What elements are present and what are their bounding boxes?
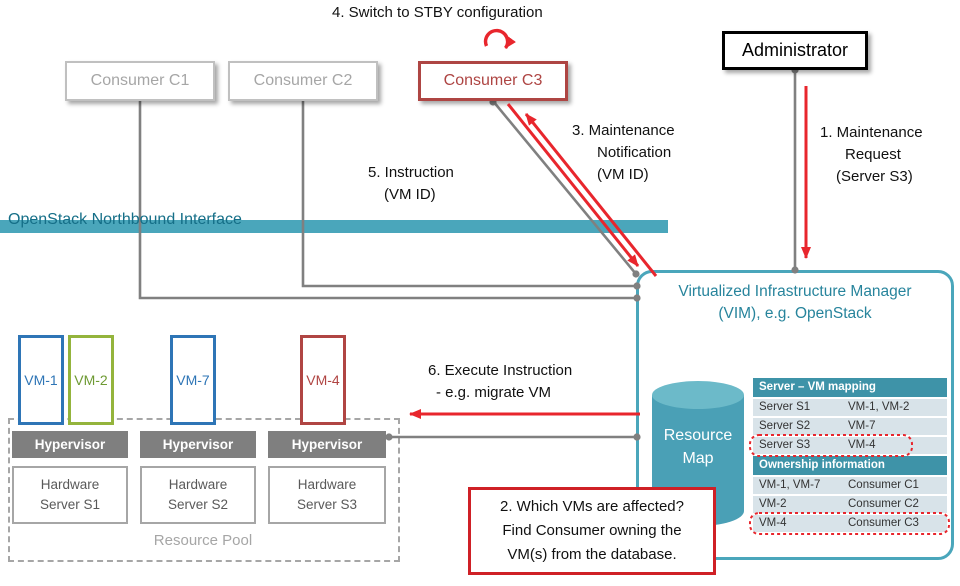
resource-map-label: Resource Map — [651, 424, 745, 470]
step2-callout-box: 2. Which VMs are affected? Find Consumer… — [468, 487, 716, 575]
vm4-owner-row-highlight — [749, 512, 950, 535]
step6-label-line1: 6. Execute Instruction — [428, 362, 573, 379]
hardware-server-s2-line2: Server S2 — [167, 497, 229, 512]
ownership-information-header: Ownership information — [753, 456, 947, 475]
vms-cell: VM-1, VM-7 — [759, 479, 821, 491]
server-vm-mapping-header: Server – VM mapping — [753, 378, 947, 397]
server-cell: Server S1 — [759, 401, 811, 413]
consumer-c2-connector-line — [301, 100, 637, 288]
server-cell: Server S3 — [759, 439, 811, 451]
vms-cell: VM-1, VM-2 — [848, 401, 910, 413]
server-s3-row-highlight — [749, 434, 913, 457]
vim-title-line1: Virtualized Infrastructure Manager — [678, 283, 912, 300]
administrator-box: Administrator — [722, 31, 868, 70]
hardware-server-s2-box: Hardware Server S2 — [140, 466, 256, 524]
vm-7-box: VM-7 — [170, 335, 216, 425]
step2-label-line2: Find Consumer owning the — [502, 522, 682, 539]
step3-label-line1: 3. Maintenance — [572, 122, 675, 139]
hardware-server-s3-box: Hardware Server S3 — [268, 466, 386, 524]
hypervisor-2-box: Hypervisor — [140, 431, 256, 458]
hardware-server-s3-line2: Server S3 — [296, 497, 358, 512]
maintenance-notification-arrow — [524, 113, 658, 277]
step3-label-line2: Notification — [597, 144, 672, 161]
consumer-cell: Consumer C1 — [848, 479, 919, 491]
table-row: VM-1, VM-7 Consumer C1 — [753, 477, 947, 494]
northbound-interface-bar — [0, 220, 668, 233]
consumer-c1-box: Consumer C1 — [65, 61, 215, 101]
hypervisor-3-box: Hypervisor — [268, 431, 386, 458]
consumer-c3-label: Consumer C3 — [443, 72, 543, 89]
hardware-server-s2-line1: Hardware — [168, 476, 228, 492]
consumer-c3-connector-line — [491, 100, 638, 275]
step6-label-line2: - e.g. migrate VM — [436, 384, 552, 401]
vm-2-box: VM-2 — [68, 335, 114, 425]
table-row: VM-4 Consumer C3 — [753, 515, 947, 532]
vim-tables: Server – VM mapping Server S1 VM-1, VM-2… — [753, 378, 947, 534]
consumer-cell: Consumer C2 — [848, 498, 919, 510]
hardware-server-s1-box: Hardware Server S1 — [12, 466, 128, 524]
stby-loop-arrow — [483, 28, 516, 50]
consumer-c2-label: Consumer C2 — [253, 72, 353, 89]
step3-label-line3: (VM ID) — [597, 166, 649, 183]
hypervisor-1-box: Hypervisor — [12, 431, 128, 458]
resource-pool-label: Resource Pool — [153, 532, 253, 549]
vms-cell: VM-2 — [759, 498, 787, 510]
table-row: Server S3 VM-4 — [753, 437, 947, 454]
consumer-c1-connector-line — [138, 100, 637, 300]
table-row: Server S2 VM-7 — [753, 418, 947, 435]
step2-label-line3: VM(s) from the database. — [507, 546, 677, 563]
consumer-c3-box: Consumer C3 — [418, 61, 568, 101]
step4-label: 4. Switch to STBY configuration — [332, 4, 543, 21]
hardware-server-s1-line2: Server S1 — [39, 497, 101, 512]
table-row: VM-2 Consumer C2 — [753, 496, 947, 513]
vm-4-label: VM-4 — [306, 372, 340, 388]
vm-1-box: VM-1 — [18, 335, 64, 425]
step1-label-line3: (Server S3) — [836, 168, 913, 185]
administrator-label: Administrator — [741, 40, 849, 60]
vm-1-label: VM-1 — [24, 372, 58, 388]
northbound-interface-label: OpenStack Northbound Interface — [8, 211, 242, 228]
vim-title-line2: (VIM), e.g. OpenStack — [718, 305, 872, 322]
consumer-cell: Consumer C3 — [848, 517, 919, 529]
hardware-server-s1-line1: Hardware — [40, 476, 100, 492]
resource-map-label-line1: Resource — [663, 427, 733, 444]
step2-label-line1: 2. Which VMs are affected? — [500, 498, 684, 515]
hardware-server-s3-line1: Hardware — [297, 476, 357, 492]
server-cell: Server S2 — [759, 420, 811, 432]
vm-2-label: VM-2 — [74, 372, 108, 388]
vm-4-box: VM-4 — [300, 335, 346, 425]
step1-label-line1: 1. Maintenance — [820, 124, 923, 141]
step5-label-line1: 5. Instruction — [368, 164, 454, 181]
table-row: Server S1 VM-1, VM-2 — [753, 399, 947, 416]
vms-cell: VM-4 — [848, 439, 876, 451]
consumer-c2-box: Consumer C2 — [228, 61, 378, 101]
instruction-arrow — [506, 103, 640, 267]
step1-label-line2: Request — [845, 146, 901, 163]
vms-cell: VM-7 — [848, 420, 876, 432]
resource-map-label-line2: Map — [682, 450, 714, 468]
consumer-c1-label: Consumer C1 — [90, 72, 190, 89]
vms-cell: VM-4 — [759, 517, 787, 529]
step5-label-line2: (VM ID) — [384, 186, 436, 203]
vm-7-label: VM-7 — [176, 372, 210, 388]
